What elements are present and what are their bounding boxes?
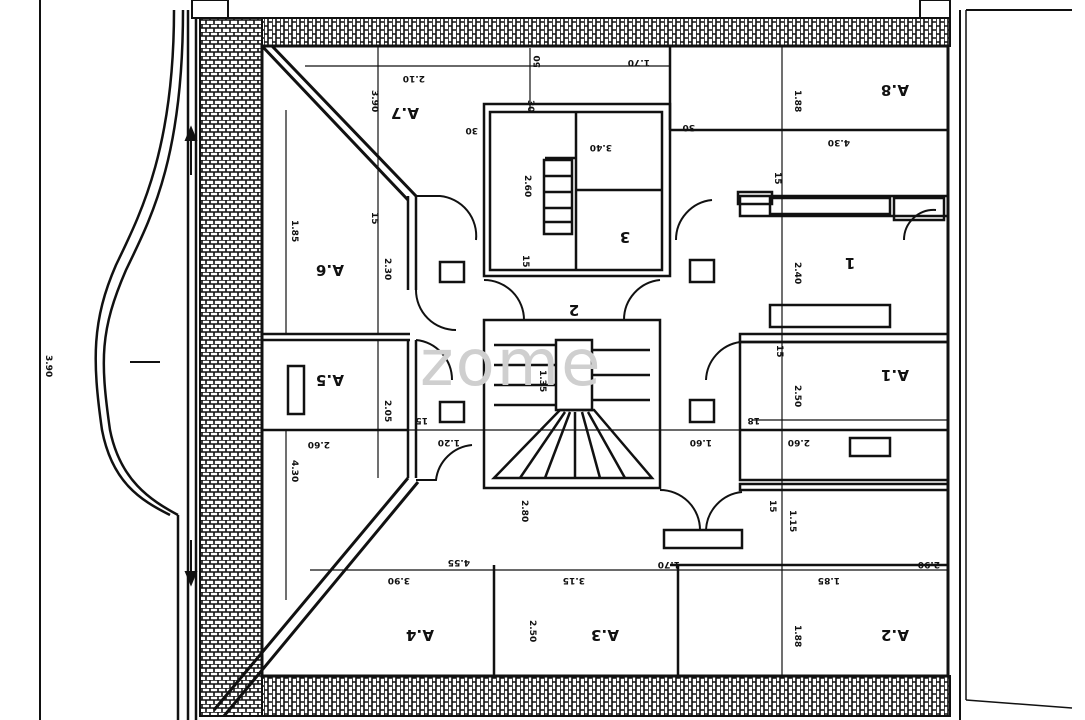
room-label-a1: A.1 xyxy=(881,366,909,384)
room-label-a5: A.5 xyxy=(316,371,344,389)
dim-label: 2.60 xyxy=(522,175,532,197)
overall-dimension-label: 3.90 xyxy=(43,355,53,377)
room-label-a2: A.2 xyxy=(881,626,909,644)
dim-label: 2.50 xyxy=(792,385,802,407)
roof-ridges xyxy=(212,44,420,717)
direction-arrows xyxy=(130,125,198,587)
dim-label: 3.15 xyxy=(563,575,585,585)
dim-label: 4.30 xyxy=(289,460,299,482)
dim-label: 3.90 xyxy=(388,575,410,585)
dimension-labels: 1.70 50 2.10 3.90 30 30 30 1.88 4.30 3.4… xyxy=(289,55,940,647)
room-label-a8: A.8 xyxy=(881,81,909,99)
dim-label: 1.85 xyxy=(818,575,840,585)
dim-label: 1.88 xyxy=(792,90,802,112)
dim-label: 30 xyxy=(465,125,478,135)
dim-label: 15 xyxy=(772,172,782,185)
room-label-1: 1 xyxy=(845,254,855,272)
dim-label: 30 xyxy=(682,122,695,132)
dim-label: 3.90 xyxy=(369,90,379,112)
dim-label: 2.10 xyxy=(403,73,425,83)
interior-walls xyxy=(262,46,950,676)
dim-label: 2.60 xyxy=(788,437,810,447)
dim-label: 3.40 xyxy=(590,142,612,152)
dim-label: 2.40 xyxy=(792,262,802,284)
watermark-text: zome xyxy=(420,327,602,401)
door-swings xyxy=(415,195,937,531)
dimension-lines xyxy=(262,46,948,676)
roof-tiles xyxy=(191,0,951,717)
terrace-curve xyxy=(94,9,198,720)
dim-label: 2.80 xyxy=(519,500,529,522)
dim-label: 4.30 xyxy=(828,137,850,147)
dim-label: 1.35 xyxy=(537,370,547,392)
dim-label: 2.50 xyxy=(527,620,537,642)
dim-label: 15 xyxy=(369,212,379,225)
dim-label: 2.90 xyxy=(918,559,940,569)
dim-label: 15 xyxy=(767,500,777,513)
dim-label: 15 xyxy=(415,415,428,425)
dim-label: 15 xyxy=(774,345,784,358)
dim-label: 1.85 xyxy=(289,220,299,242)
room-label-a3: A.3 xyxy=(591,626,619,644)
dim-label: 1.20 xyxy=(438,437,460,447)
room-label-a7: A.7 xyxy=(391,104,419,122)
dim-label: 1.88 xyxy=(792,625,802,647)
dim-label: 15 xyxy=(520,255,530,268)
dim-label: 18 xyxy=(747,415,760,425)
room-labels: A.8 A.7 A.6 A.5 A.4 A.3 A.2 A.1 1 2 3 xyxy=(316,81,909,644)
dim-label: 50 xyxy=(533,55,543,68)
room-label-2: 2 xyxy=(569,301,579,319)
dim-label: 1.70 xyxy=(658,559,680,569)
dim-label: 1.70 xyxy=(628,57,650,67)
dim-label: 30 xyxy=(525,100,535,113)
dim-label: 1.15 xyxy=(787,510,797,532)
room-label-3: 3 xyxy=(620,228,630,246)
dim-label: 2.30 xyxy=(382,258,392,280)
dim-label: 2.60 xyxy=(308,439,330,449)
dim-label: 1.60 xyxy=(690,437,712,447)
room-label-a6: A.6 xyxy=(316,261,344,279)
room-label-a4: A.4 xyxy=(406,626,434,644)
page-frame xyxy=(39,0,1073,720)
dim-label: 2.05 xyxy=(382,400,392,422)
dim-label: 4.55 xyxy=(448,557,470,567)
